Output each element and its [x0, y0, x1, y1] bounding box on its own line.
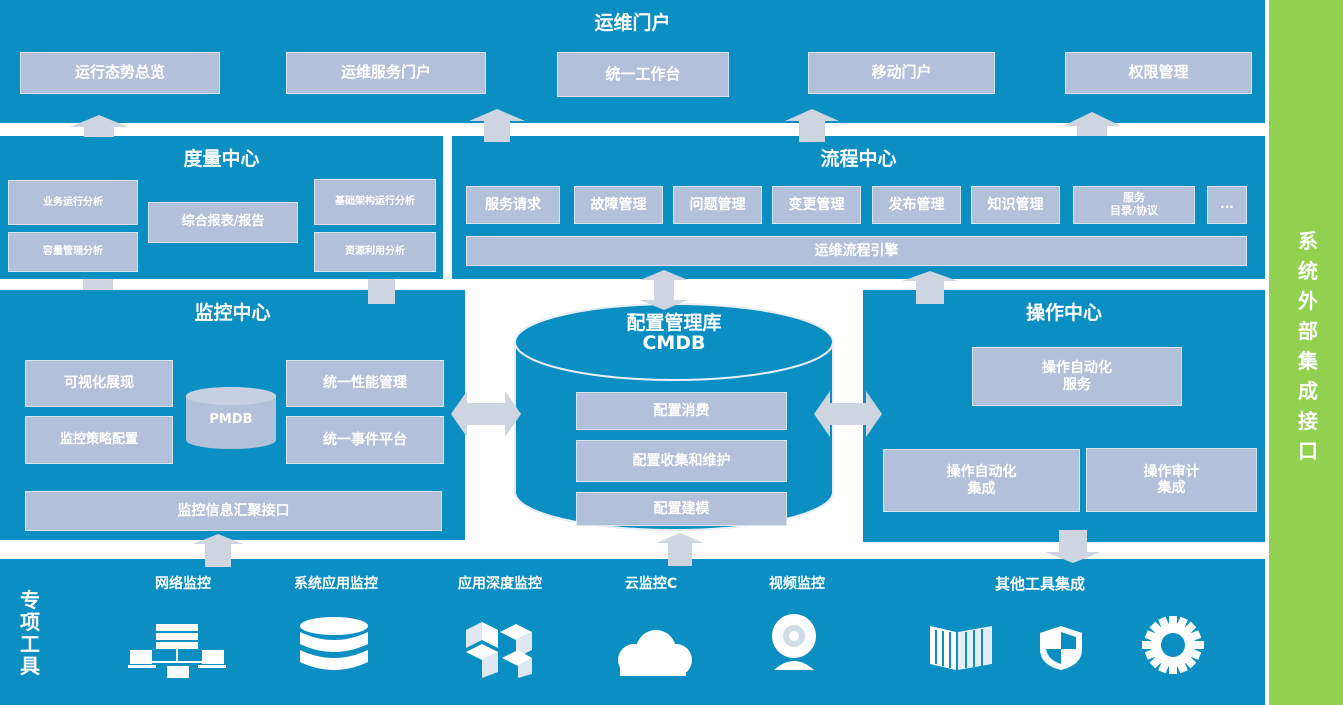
arrow-cmdb-process [640, 270, 688, 310]
portal-permission[interactable]: 权限管理 [1065, 52, 1252, 94]
arrow-up-process-portal-2 [785, 109, 839, 142]
portal-unified-workbench[interactable]: 统一工作台 [557, 52, 729, 97]
metrics-panel: 度量中心 业务运行分析 容量管理分析 综合报表/报告 基础架构运行分析 资源利用… [0, 136, 443, 279]
monitor-panel: 监控中心 可视化展现 监控策略配置 PMDB 统一性能管理 统一事件平台 监控信… [0, 290, 465, 540]
tool-label-network: 网络监控 [155, 576, 211, 592]
connector-monitor-metrics-2 [368, 279, 395, 304]
process-knowledge[interactable]: 知识管理 [971, 186, 1060, 224]
network-monitor-icon[interactable] [128, 622, 226, 682]
operation-title: 操作中心 [1025, 302, 1102, 324]
operation-automation-service[interactable]: 操作自动化 服务 [972, 347, 1182, 406]
arrow-up-tools-monitor [193, 534, 243, 567]
shield-icon[interactable] [1039, 625, 1083, 671]
monitor-strategy[interactable]: 监控策略配置 [25, 416, 173, 464]
cmdb-title-en: CMDB [642, 332, 706, 354]
portal-situation-overview[interactable]: 运行态势总览 [20, 52, 220, 94]
metrics-report[interactable]: 综合报表/报告 [148, 202, 298, 243]
process-more[interactable]: ... [1207, 186, 1247, 224]
operation-panel: 操作中心 操作自动化 服务 操作自动化 集成 操作审计 集成 [863, 290, 1265, 542]
camera-icon[interactable] [762, 612, 826, 672]
pmdb-label: PMDB [209, 412, 253, 427]
process-change[interactable]: 变更管理 [772, 186, 861, 224]
cubes-icon[interactable] [464, 620, 534, 680]
metrics-capacity-analysis[interactable]: 容量管理分析 [8, 232, 138, 272]
pmdb-cylinder [186, 387, 276, 449]
metrics-resource-analysis[interactable]: 资源利用分析 [314, 232, 436, 272]
tool-label-appdepth: 应用深度监控 [458, 576, 542, 592]
portal-mobile[interactable]: 移动门户 [808, 52, 995, 94]
arrow-up-tools-cmdb [656, 533, 704, 566]
monitor-aggregation-interface[interactable]: 监控信息汇聚接口 [25, 491, 442, 531]
operation-automation-integration[interactable]: 操作自动化 集成 [883, 449, 1080, 512]
arrow-up-operation-process [902, 271, 958, 304]
arrow-up-process-portal-1 [469, 109, 525, 142]
cmdb-collect[interactable]: 配置收集和维护 [576, 440, 787, 482]
tool-label-sysapp: 系统应用监控 [294, 576, 378, 592]
sidebar-text: 系统外部集成接口 [1298, 229, 1318, 463]
process-panel: 流程中心 服务请求 故障管理 问题管理 变更管理 发布管理 知识管理 服务 目录… [452, 136, 1265, 279]
arrow-up-metrics-portal [70, 115, 128, 137]
metrics-title: 度量中心 [183, 148, 260, 170]
monitor-event-platform[interactable]: 统一事件平台 [286, 416, 444, 464]
arrow-monitor-cmdb [451, 391, 521, 437]
process-catalog[interactable]: 服务 目录/协议 [1073, 186, 1195, 224]
process-release[interactable]: 发布管理 [872, 186, 961, 224]
connector-monitor-metrics-1 [83, 279, 113, 290]
tools-title: 专项工具 [20, 588, 40, 678]
process-problem[interactable]: 问题管理 [673, 186, 762, 224]
process-title: 流程中心 [820, 148, 897, 170]
portal-title: 运维门户 [594, 12, 671, 34]
monitor-performance[interactable]: 统一性能管理 [286, 360, 444, 407]
process-service-request[interactable]: 服务请求 [466, 186, 560, 224]
external-integration-sidebar: 系统外部集成接口 [1269, 0, 1343, 705]
cmdb-consume[interactable]: 配置消费 [576, 392, 787, 430]
process-incident[interactable]: 故障管理 [574, 186, 663, 224]
database-icon[interactable] [298, 616, 370, 678]
cmdb-model[interactable]: 配置建模 [576, 492, 787, 526]
monitor-visualization[interactable]: 可视化展现 [25, 360, 173, 407]
tool-label-video: 视频监控 [769, 576, 825, 592]
arrow-down-operation-tools [1045, 530, 1101, 563]
arrow-cmdb-operation [814, 391, 882, 437]
tool-label-cloud: 云监控C [624, 576, 678, 592]
cmdb-title-cn: 配置管理库 [626, 312, 722, 334]
cloud-icon[interactable] [610, 628, 694, 678]
metrics-infra-analysis[interactable]: 基础架构运行分析 [314, 179, 436, 225]
server-rack-icon[interactable] [928, 624, 994, 670]
portal-ops-service[interactable]: 运维服务门户 [286, 52, 486, 94]
arrow-up-process-portal-3 [1063, 112, 1121, 136]
monitor-title: 监控中心 [194, 302, 271, 324]
operation-audit-integration[interactable]: 操作审计 集成 [1086, 448, 1257, 512]
portal-panel: 运维门户 运行态势总览 运维服务门户 统一工作台 移动门户 权限管理 [0, 0, 1265, 123]
process-engine[interactable]: 运维流程引擎 [466, 236, 1247, 266]
gear-icon[interactable] [1138, 614, 1208, 676]
metrics-biz-analysis[interactable]: 业务运行分析 [8, 180, 138, 225]
tool-label-other: 其他工具集成 [994, 575, 1085, 593]
